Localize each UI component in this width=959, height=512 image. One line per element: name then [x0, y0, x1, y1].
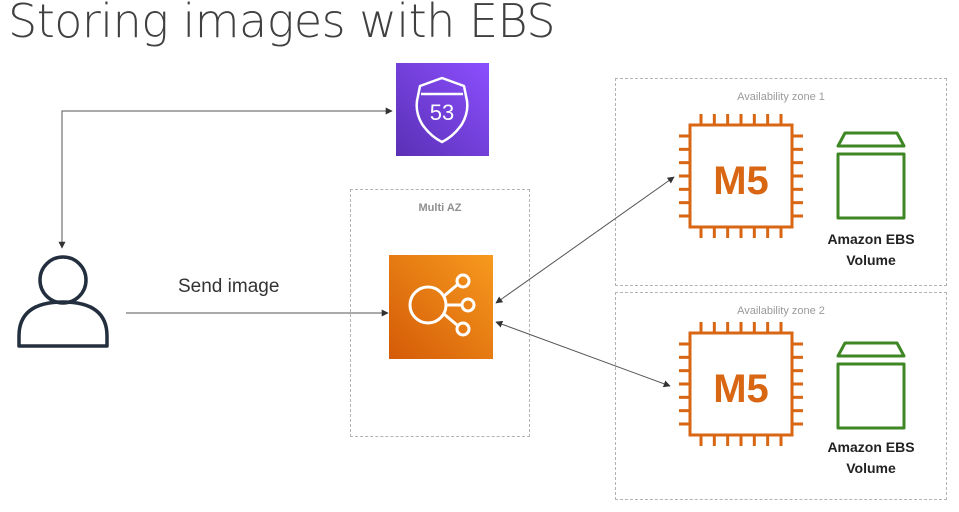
- user-to-route53-arrow: [58, 107, 393, 249]
- ebs-az1-label-line2: Volume: [846, 252, 896, 268]
- send-image-label: Send image: [178, 276, 280, 297]
- ec2-az2-label: M5: [713, 367, 769, 411]
- availability-zone-2-box: Availability zone 2: [615, 292, 947, 500]
- ebs-az2-label-line2: Volume: [846, 460, 896, 476]
- user-icon: [17, 255, 109, 348]
- ebs-az2-label-line1: Amazon EBS: [827, 439, 915, 455]
- load-balancer-icon: [389, 255, 493, 359]
- route53-shield-icon: [415, 76, 469, 144]
- route53-number: 53: [430, 100, 454, 125]
- availability-zone-2-label: Availability zone 2: [737, 305, 825, 317]
- ebs-volume-icon-az1: [836, 131, 906, 220]
- connectors: [58, 107, 675, 388]
- ec2-instance-icon-az1: M5: [679, 114, 803, 238]
- ebs-az1-label-line1: Amazon EBS: [827, 231, 915, 247]
- elb-to-az1-arrow: [495, 176, 675, 304]
- multi-az-label: Multi AZ: [418, 202, 462, 214]
- route53-icon: 53: [396, 63, 489, 156]
- ebs-volume-label-az2: Amazon EBS Volume: [811, 437, 931, 479]
- page-title: Storing images with EBS: [8, 0, 556, 48]
- elb-to-az2-arrow: [495, 320, 671, 388]
- ebs-volume-label-az1: Amazon EBS Volume: [811, 229, 931, 271]
- ec2-az1-label: M5: [713, 159, 769, 203]
- ebs-volume-icon-az2: [836, 341, 906, 430]
- ec2-instance-icon-az2: M5: [679, 322, 803, 446]
- availability-zone-1-label: Availability zone 1: [737, 91, 825, 103]
